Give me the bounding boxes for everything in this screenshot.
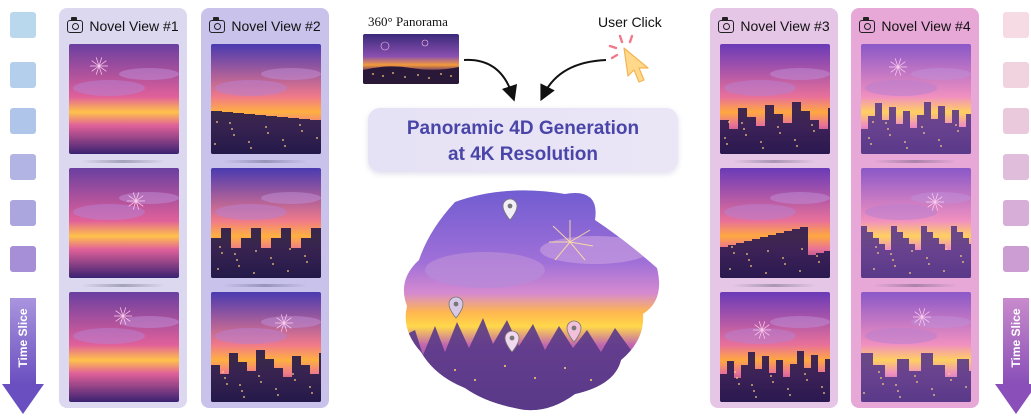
novel-view-2-label: Novel View #2 [231, 18, 321, 34]
novel-view-frame [861, 292, 971, 402]
novel-view-1-label: Novel View #1 [89, 18, 179, 34]
frame-separator [81, 160, 165, 163]
camera-icon [209, 16, 226, 33]
novel-view-frame [720, 168, 830, 278]
time-slice-square [10, 62, 36, 88]
time-slice-arrow-head [995, 384, 1031, 414]
time-slice-square [1003, 246, 1029, 272]
novel-view-frame [211, 168, 321, 278]
novel-view-frame [69, 44, 179, 154]
frame-separator [223, 160, 307, 163]
right-time-slice-rail: Time Slice [995, 8, 1031, 414]
time-slice-label: Time Slice [16, 308, 30, 368]
location-pin-icon [504, 330, 520, 353]
panorama-4d-scene [403, 190, 660, 411]
novel-view-frame [211, 292, 321, 402]
time-slice-square [10, 200, 36, 226]
title-line-2: at 4K Resolution [448, 144, 598, 165]
frame-separator [873, 284, 957, 287]
time-slice-square [1003, 154, 1029, 180]
flow-arrows [463, 58, 607, 102]
camera-icon [859, 16, 876, 33]
time-slice-square [1003, 200, 1029, 226]
novel-view-1-column: Novel View #1 [59, 8, 187, 408]
user-click-label: User Click [598, 14, 662, 30]
novel-view-frame [861, 168, 971, 278]
frame-separator [732, 284, 816, 287]
time-slice-label: Time Slice [1009, 308, 1023, 368]
novel-view-4-label: Novel View #4 [881, 18, 971, 34]
time-slice-square [1003, 62, 1029, 88]
time-slice-square [1003, 12, 1029, 38]
location-pin-icon [448, 296, 464, 319]
novel-view-frame [69, 292, 179, 402]
novel-view-frame [861, 44, 971, 154]
novel-view-3-label: Novel View #3 [740, 18, 830, 34]
time-slice-square [10, 246, 36, 272]
novel-view-3-column: Novel View #3 [710, 8, 838, 408]
novel-view-frame [69, 168, 179, 278]
time-slice-arrow [1003, 298, 1029, 384]
location-pin-icon [566, 320, 582, 343]
frame-separator [873, 160, 957, 163]
click-arrow [540, 59, 607, 102]
time-slice-square [10, 12, 36, 38]
left-time-slice-rail: Time Slice [2, 8, 44, 414]
panorama-thumbnail [363, 34, 459, 84]
time-slice-arrow-head [2, 384, 44, 414]
panorama-label: 360° Panorama [368, 14, 448, 29]
column-header: Novel View #1 [59, 14, 187, 38]
column-header: Novel View #3 [710, 14, 838, 38]
time-slice-square [10, 154, 36, 180]
novel-view-4-column: Novel View #4 [851, 8, 979, 408]
frame-separator [223, 284, 307, 287]
location-pin-icon [502, 198, 518, 221]
column-header: Novel View #2 [201, 14, 329, 38]
title-box: Panoramic 4D Generation at 4K Resolution [368, 108, 678, 172]
novel-view-frame [720, 44, 830, 154]
time-slice-square [1003, 108, 1029, 134]
time-slice-arrow [10, 298, 36, 384]
time-slice-square [10, 108, 36, 134]
title-line-1: Panoramic 4D Generation [406, 118, 640, 139]
pointer-hand-icon [608, 34, 649, 83]
camera-icon [67, 16, 84, 33]
novel-view-2-column: Novel View #2 [201, 8, 329, 408]
frame-separator [732, 160, 816, 163]
panorama-arrow [463, 58, 518, 102]
novel-view-frame [211, 44, 321, 154]
column-header: Novel View #4 [851, 14, 979, 38]
camera-icon [718, 16, 735, 33]
frame-separator [81, 284, 165, 287]
novel-view-frame [720, 292, 830, 402]
